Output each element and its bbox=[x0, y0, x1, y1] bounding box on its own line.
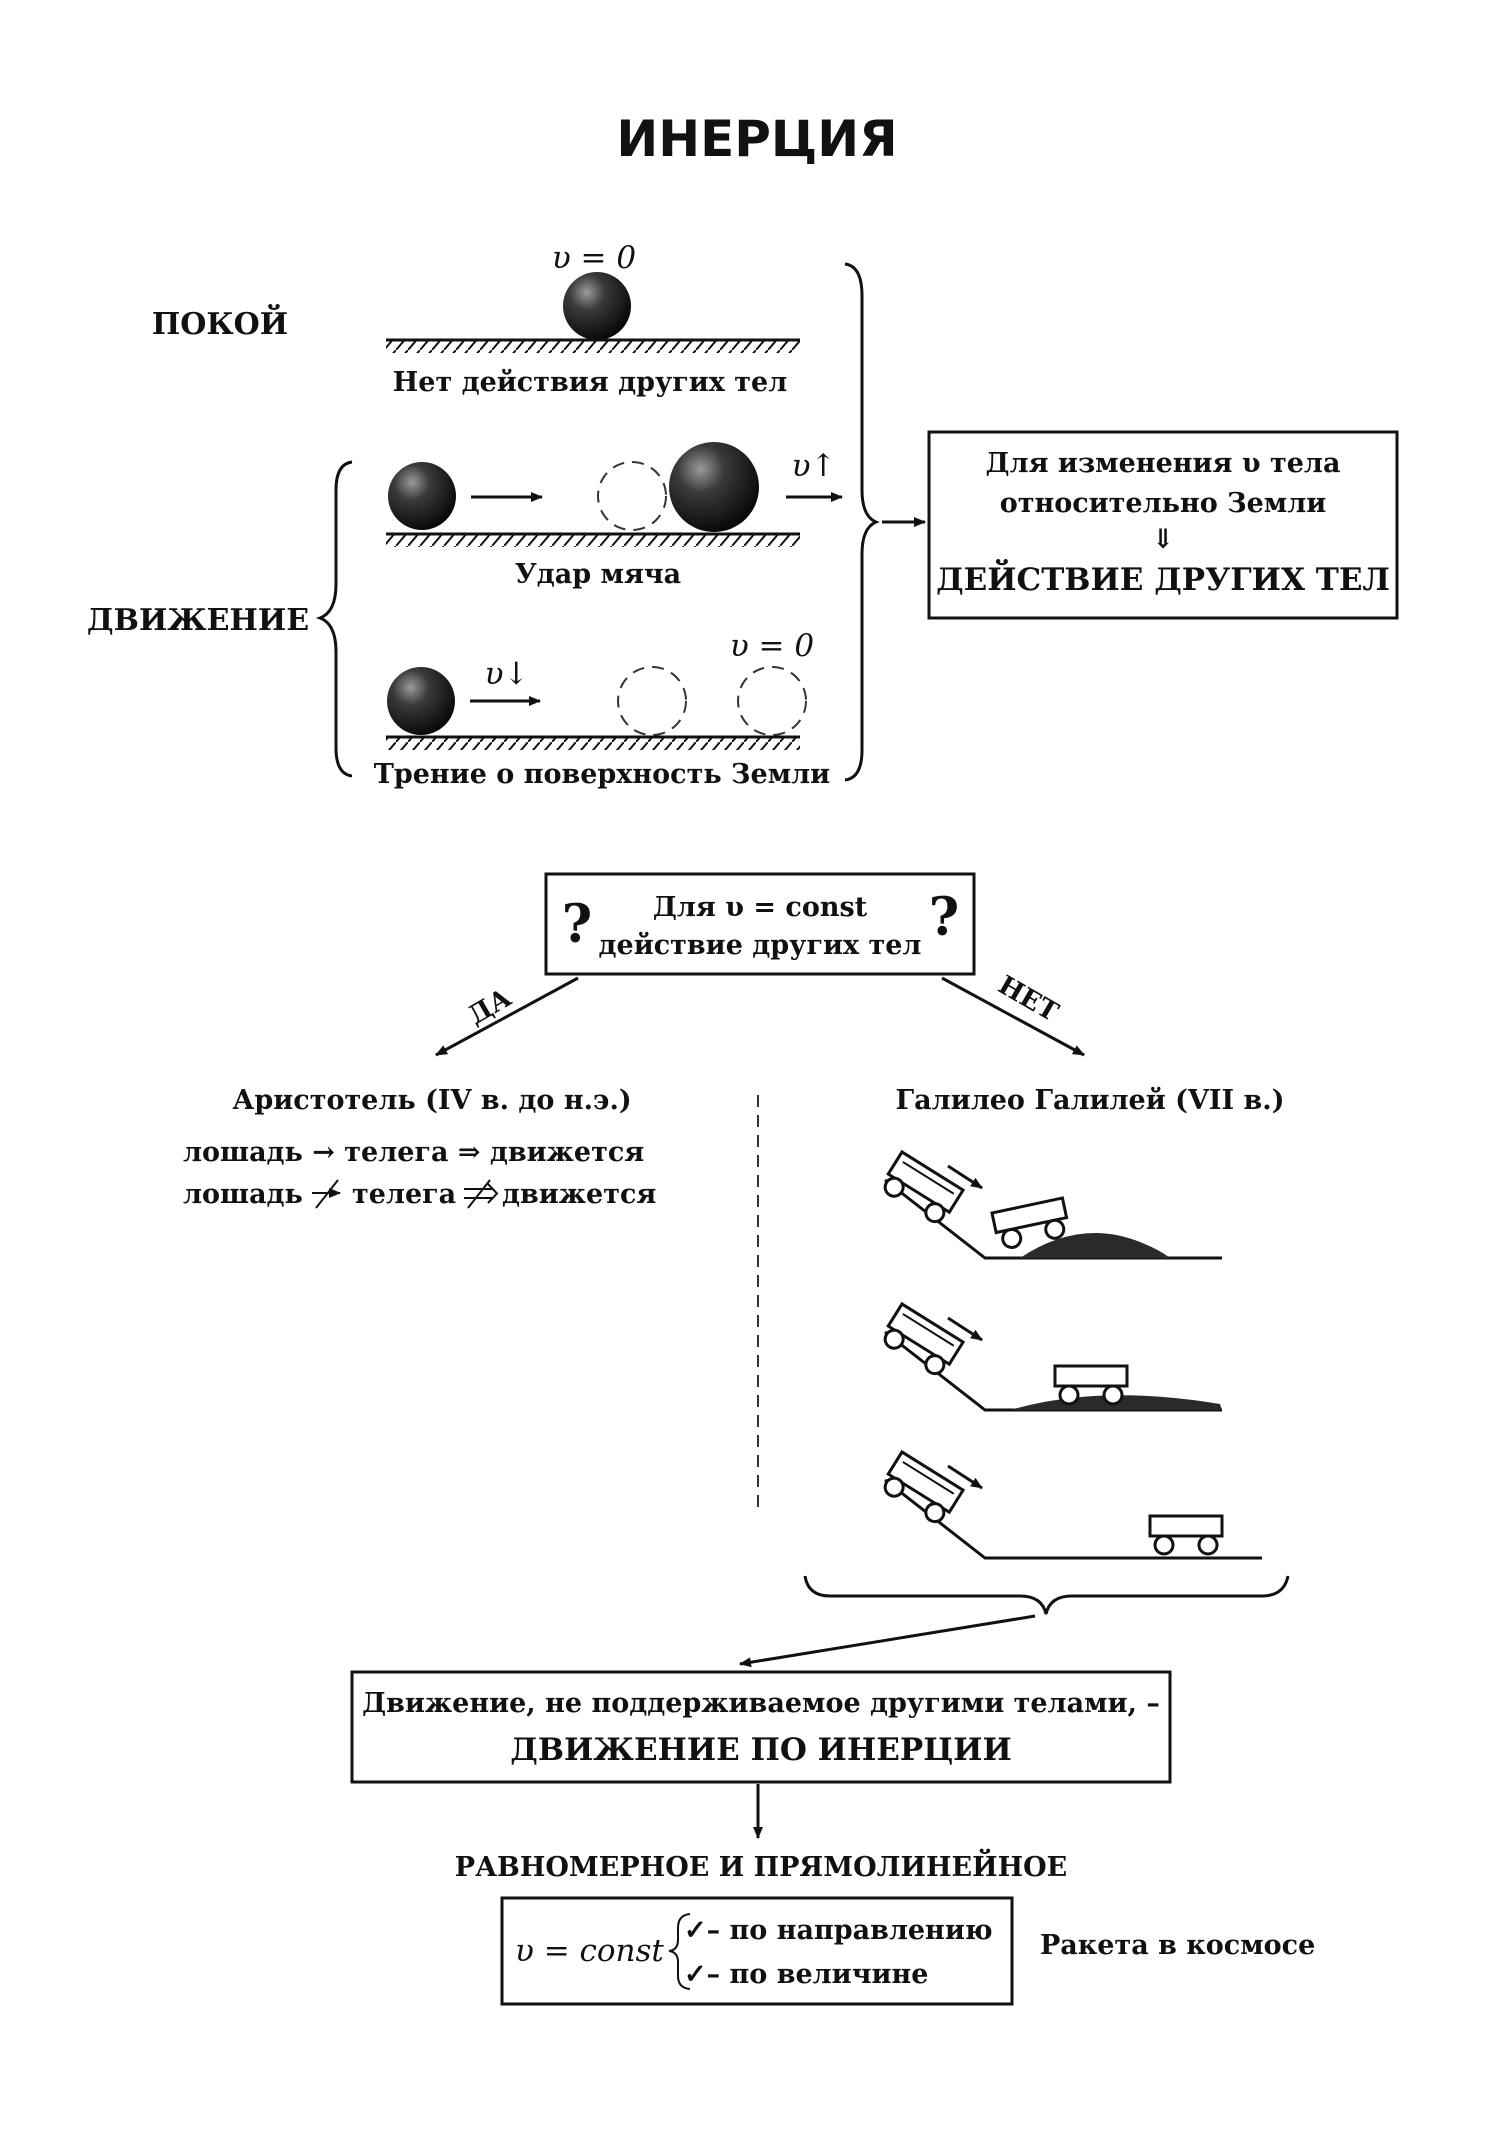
rest-velocity: υ = 0 bbox=[552, 240, 636, 276]
aristotle-line2-moves: движется bbox=[502, 1179, 656, 1210]
friction-ghost-ball-2 bbox=[737, 666, 807, 736]
yes-label: ДА bbox=[463, 983, 516, 1031]
const-item-direction: ✓– по направлению bbox=[684, 1915, 993, 1946]
rest-ground-hatch bbox=[386, 340, 800, 353]
right-brace bbox=[844, 262, 880, 782]
crossed-implies-head bbox=[487, 1183, 499, 1204]
motion-brace bbox=[315, 460, 353, 778]
aristotle-line2-horse: лошадь bbox=[183, 1179, 303, 1210]
kick-caption: Удар мяча bbox=[515, 559, 681, 590]
inertia-box-line2: ДВИЖЕНИЕ ПО ИНЕРЦИИ bbox=[510, 1732, 1011, 1768]
kick-ball-fast bbox=[669, 442, 759, 532]
galileo-name: Галилео Галилей (VII в.) bbox=[896, 1085, 1285, 1116]
kick-ball-start bbox=[388, 462, 456, 530]
change-box-line2: относительно Земли bbox=[1000, 488, 1327, 519]
const-formula: υ = const bbox=[515, 1933, 664, 1969]
rest-ball bbox=[563, 272, 631, 340]
friction-ground-hatch bbox=[386, 737, 800, 750]
example-rocket: Ракета в космосе bbox=[1040, 1930, 1315, 1961]
brace-to-inertia-arrow bbox=[739, 1614, 1036, 1668]
galileo-experiment-1 bbox=[877, 1150, 1222, 1260]
change-box-arrow: ⇓ bbox=[1152, 524, 1175, 555]
const-box bbox=[500, 1896, 1014, 2006]
question-mark-right: ? bbox=[929, 887, 959, 948]
page-title: ИНЕРЦИЯ bbox=[616, 110, 897, 168]
cross-mark-2 bbox=[467, 1179, 491, 1209]
no-arrow bbox=[941, 976, 1085, 1057]
aristotle-line1: лошадь → телега ⇒ движется bbox=[183, 1137, 644, 1168]
aristotle-line2-cart: телега bbox=[352, 1179, 456, 1210]
cross-mark-1 bbox=[315, 1179, 339, 1209]
change-box bbox=[927, 430, 1399, 620]
yes-arrow bbox=[435, 976, 579, 1057]
friction-velocity-end: υ = 0 bbox=[730, 628, 814, 664]
question-mark-left: ? bbox=[562, 894, 592, 955]
rest-caption: Нет действия других тел bbox=[393, 367, 788, 398]
question-box bbox=[544, 872, 976, 976]
friction-velocity-start: υ↓ bbox=[485, 656, 530, 692]
change-box-line1: Для изменения υ тела bbox=[986, 448, 1341, 479]
kick-velocity: υ↑ bbox=[792, 448, 837, 484]
uniform-motion-label: РАВНОМЕРНОЕ И ПРЯМОЛИНЕЙНОЕ bbox=[455, 1848, 1067, 1883]
friction-ball bbox=[387, 667, 455, 735]
galileo-experiment-2 bbox=[877, 1302, 1222, 1412]
rest-label: ПОКОЙ bbox=[152, 304, 288, 342]
no-label: НЕТ bbox=[993, 970, 1064, 1028]
experiments-brace bbox=[803, 1575, 1290, 1615]
aristotle-name: Аристотель (IV в. до н.э.) bbox=[232, 1085, 631, 1116]
question-box-line2: действие других тел bbox=[599, 930, 922, 961]
motion-label: ДВИЖЕНИЕ bbox=[87, 603, 309, 638]
friction-caption: Трение о поверхность Земли bbox=[374, 759, 830, 790]
friction-ghost-ball-1 bbox=[617, 666, 687, 736]
inertia-box bbox=[350, 1670, 1172, 1784]
galileo-experiment-3 bbox=[877, 1450, 1262, 1560]
change-box-line3: ДЕЙСТВИЕ ДРУГИХ ТЕЛ bbox=[936, 558, 1390, 598]
kick-ghost-ball bbox=[597, 461, 667, 531]
question-box-line1: Для υ = const bbox=[653, 892, 868, 923]
inertia-box-line1: Движение, не поддерживаемое другими тела… bbox=[362, 1688, 1160, 1719]
const-brace bbox=[668, 1913, 691, 1990]
kick-ground-hatch bbox=[386, 534, 800, 547]
const-item-magnitude: ✓– по величине bbox=[684, 1959, 928, 1990]
